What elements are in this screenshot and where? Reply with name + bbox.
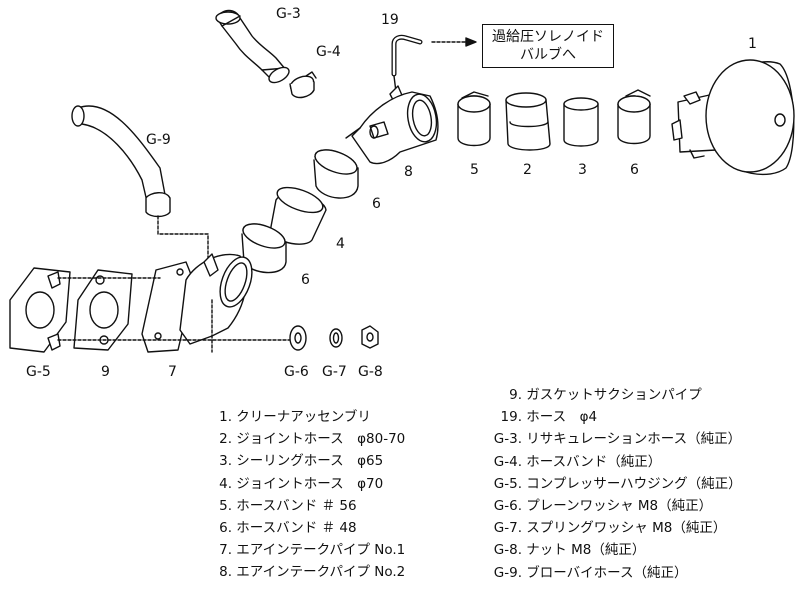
legend-item: 6. ホースバンド ＃ 48 [219,519,357,536]
legend-item: G-8. ナット M8（純正） [493,542,646,559]
legend-item: 2. ジョイントホース φ80-70 [219,431,406,448]
legend-item: 1. クリーナアッセンブリ [219,409,371,425]
air-cleaner-1-drawing [671,59,795,176]
hose-band-g4-drawing [289,71,317,99]
intake-pipe-7-drawing [141,253,253,353]
label-g5: G-5 [26,364,51,380]
legend-item: G-9. ブローバイホース（純正） [493,564,688,581]
label-part-8: 8 [404,164,413,180]
callout-line-1: 過給圧ソレノイド [492,29,604,45]
label-part-7: 7 [168,364,177,380]
hose-band-5-drawing [457,91,491,147]
legend-item: 7. エアインテークパイプ No.1 [219,542,406,559]
joint-hose-4-drawing [269,186,327,245]
spring-washer-drawing [329,328,343,348]
legend-item: 3. シーリングホース φ65 [219,453,384,470]
legend-item: G-5. コンプレッサーハウジング（純正） [493,475,742,492]
label-g3: G-3 [276,6,301,22]
legend-item: 8. エアインテークパイプ No.2 [219,564,406,581]
label-g7: G-7 [322,364,347,380]
joint-hose-2-drawing [505,92,551,151]
label-part-4: 4 [336,236,345,252]
label-part-5: 5 [470,162,479,178]
callout-line-2: バルブへ [520,47,576,63]
legend-left: 1. クリーナアッセンブリ 2. ジョイントホース φ80-70 3. シーリン… [214,406,405,584]
intake-pipe-8-drawing [345,91,439,165]
hose-band-6-right-drawing [617,89,651,145]
legend-item: G-3. リサキュレーションホース（純正） [493,431,742,448]
label-part-3: 3 [578,162,587,178]
sealing-hose-3-drawing [563,97,599,147]
label-part-6-lower: 6 [301,272,310,288]
nut-drawing [361,325,379,349]
legend-item: 19. ホース φ4 [500,409,598,426]
solenoid-valve-callout: 過給圧ソレノイド バルブへ [482,24,614,68]
legend-item: G-4. ホースバンド（純正） [493,453,662,470]
label-part-9: 9 [101,364,110,380]
label-g8: G-8 [358,364,383,380]
label-part-2: 2 [523,162,532,178]
label-g4: G-4 [316,44,341,60]
legend-item: 4. ジョイントホース φ70 [219,475,384,492]
label-g9: G-9 [146,132,171,148]
plain-washer-drawing [289,325,307,351]
label-part-1: 1 [748,36,757,52]
gasket-9-drawing [73,269,133,351]
legend-item: 9. ガスケットサクションパイプ [509,387,702,403]
recirculation-hose-drawing [215,9,290,84]
legend-right: 9. ガスケットサクションパイプ 19. ホース φ4 G-3. リサキュレーシ… [482,384,742,584]
hose-band-6-middle-drawing [313,149,359,199]
hose-band-6-lower-drawing [241,223,287,274]
callout-arrow [431,37,477,47]
blow-by-hose-drawing [71,105,209,267]
callout-number-19: 19 [381,12,399,28]
legend-item: 5. ホースバンド ＃ 56 [219,497,357,514]
label-part-6-right: 6 [630,162,639,178]
label-part-6-middle: 6 [372,196,381,212]
compressor-housing-drawing [9,267,291,353]
legend-item: G-7. スプリングワッシャ M8（純正） [493,520,727,537]
legend-item: G-6. プレーンワッシャ M8（純正） [493,497,713,514]
label-g6: G-6 [284,364,309,380]
